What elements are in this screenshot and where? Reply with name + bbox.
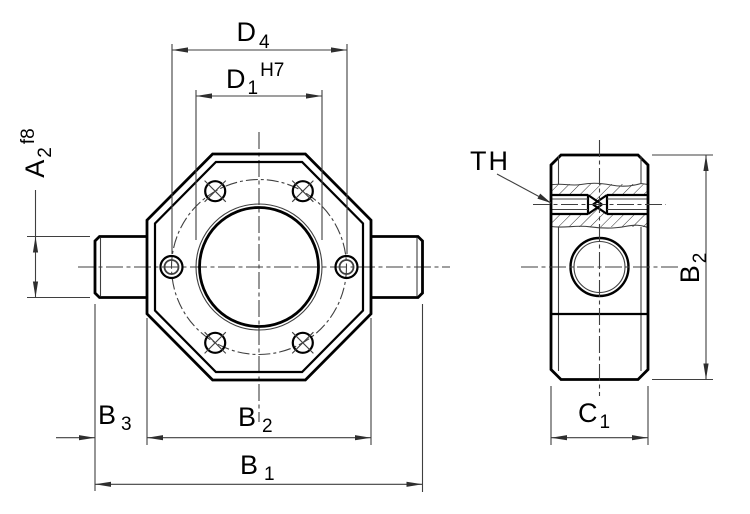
break-line-bottom — [550, 224, 649, 229]
th-callout: TH — [470, 146, 552, 204]
threaded-hole-bottom-left — [204, 331, 227, 354]
front-view — [78, 132, 450, 422]
threaded-hole-bottom-right — [291, 331, 314, 354]
threaded-hole-top-right — [291, 180, 314, 203]
boss-left — [93, 235, 147, 299]
bolt-hole-left — [159, 254, 184, 280]
bolt-circle — [170, 178, 348, 356]
bore-chamfer-circle — [195, 203, 323, 331]
label-th: TH — [470, 146, 510, 176]
label-a2: A2f8 — [18, 128, 56, 177]
dimension-a2: A2f8 — [18, 128, 90, 299]
boss-right — [371, 235, 424, 299]
octagon-outline — [145, 152, 373, 382]
dimension-b2-side: B2 — [652, 154, 713, 381]
label-b2-side: B2 — [675, 253, 711, 284]
threaded-hole-top-left — [204, 180, 227, 203]
bore-circle — [198, 206, 320, 328]
side-view — [521, 140, 678, 396]
break-line-top — [550, 182, 649, 187]
bolt-hole-right — [334, 254, 359, 280]
